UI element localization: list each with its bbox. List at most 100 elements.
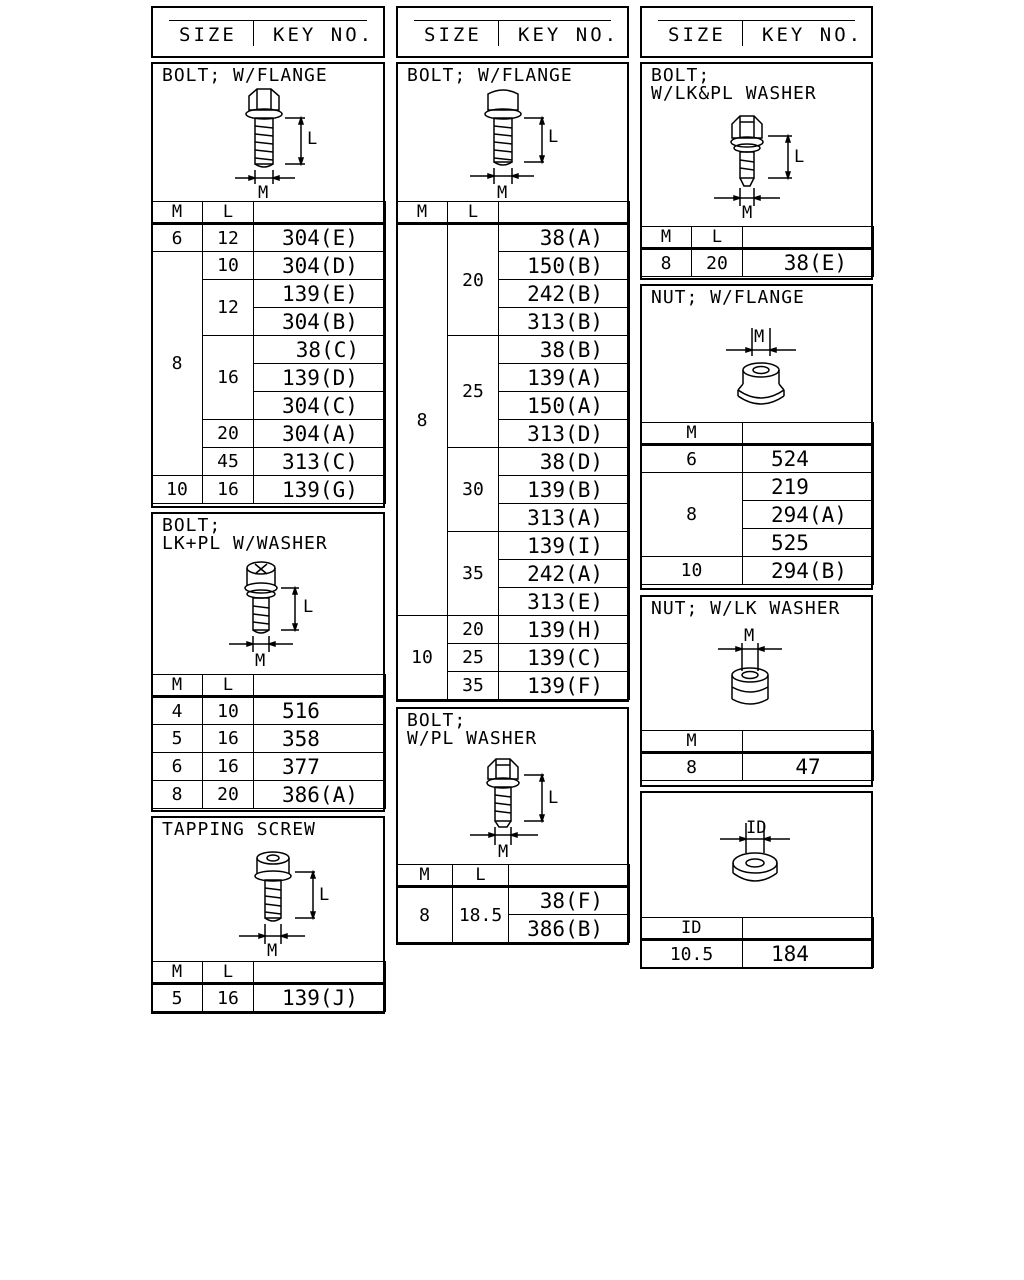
panel-title: NUT; W/FLANGE (651, 287, 805, 308)
svg-text:M: M (255, 651, 265, 671)
tapping-screw-icon: L M (239, 851, 329, 961)
cell-l: 16 (202, 983, 254, 1012)
key-no: 47 (742, 752, 874, 781)
key-no: 139(H) (498, 615, 630, 644)
lk-pl-washer-bolt-icon: L M (714, 115, 804, 223)
col-m: M (640, 226, 692, 250)
key-no: 38(D) (498, 447, 630, 476)
key-no: 377 (253, 752, 386, 781)
key-no: 313(B) (498, 307, 630, 336)
cell-m: 6 (640, 444, 743, 473)
header-box-col1: SIZE KEY NO. (151, 6, 385, 58)
panel-title: BOLT; W/FLANGE (162, 65, 328, 86)
cell-m: 10 (396, 615, 448, 700)
cell-l: 20 (447, 615, 499, 644)
cell-l: 20 (202, 780, 254, 809)
cell-l: 30 (447, 447, 499, 532)
cell-l: 20 (202, 419, 254, 448)
key-no: 524 (742, 444, 874, 473)
key-no: 516 (253, 696, 386, 725)
key-no-header: KEY NO. (518, 24, 620, 46)
flange-bolt-icon: L M (235, 88, 317, 202)
panel-bolt-pl-washer: BOLT; W/PL WASHER L M M L 8 18.5 38(F) 3… (396, 707, 630, 945)
key-no: 38(A) (498, 223, 630, 252)
panel-bolt-lk-pl-washer: BOLT; LK+PL W/WASHER L M M L 4 10 516 5 … (151, 512, 386, 812)
panel-bolt-flange-2: BOLT; W/FLANGE L M M L 8 20 38(A) 150(B)… (396, 62, 630, 702)
key-no: 139(B) (498, 475, 630, 504)
flange-bolt-icon: L M (470, 89, 558, 202)
key-no: 139(J) (253, 983, 386, 1012)
key-no: 150(B) (498, 251, 630, 280)
svg-text:M: M (744, 626, 754, 646)
size-header: SIZE (668, 24, 726, 46)
panel-title: BOLT; LK+PL W/WASHER (162, 515, 328, 554)
key-no: 139(G) (253, 475, 386, 504)
panel-nut-lk-washer: NUT; W/LK WASHER M M 8 47 (640, 595, 874, 787)
cell-l: 12 (202, 223, 254, 252)
svg-text:M: M (742, 203, 752, 223)
size-table: M 8 47 (640, 730, 874, 781)
cell-l: 25 (447, 643, 499, 672)
cell-m: 10 (151, 475, 203, 504)
cell-m: 6 (151, 752, 203, 781)
cell-l: 35 (447, 671, 499, 700)
cell-l: 20 (447, 223, 499, 336)
col-l: L (202, 201, 254, 225)
key-no: 139(D) (253, 363, 386, 392)
key-no: 139(A) (498, 363, 630, 392)
cell-m: 8 (640, 248, 692, 277)
panel-washer: ID ID 10.5 184 (640, 791, 874, 969)
key-no: 294(A) (742, 500, 874, 529)
svg-text:L: L (307, 129, 317, 149)
key-no: 38(C) (253, 335, 386, 364)
cell-l: 20 (691, 248, 743, 277)
key-no: 386(B) (508, 914, 630, 943)
size-table: M L 4 10 516 5 16 358 6 16 377 8 20 386(… (151, 674, 386, 809)
panel-title: BOLT; W/LK&PL WASHER (651, 65, 817, 104)
cell-m: 10 (640, 556, 743, 585)
panel-title: TAPPING SCREW (162, 819, 316, 840)
cell-m: 8 (396, 223, 448, 616)
cell-l: 10 (202, 696, 254, 725)
cell-l: 16 (202, 724, 254, 753)
cell-l: 12 (202, 279, 254, 336)
key-no: 139(F) (498, 671, 630, 700)
size-header: SIZE (424, 24, 482, 46)
col-l: L (691, 226, 743, 250)
header-box-col2: SIZE KEY NO. (396, 6, 629, 58)
svg-text:ID: ID (746, 818, 766, 838)
col-m: M (396, 201, 448, 225)
cell-m: 4 (151, 696, 203, 725)
cell-m: 8 (151, 780, 203, 809)
svg-text:L: L (548, 788, 558, 808)
col-l: L (452, 864, 509, 888)
panel-bolt-lk-pl-washer-2: BOLT; W/LK&PL WASHER L M M L 8 20 38(E) (640, 62, 874, 280)
cell-l: 18.5 (452, 886, 509, 943)
panel-title: NUT; W/LK WASHER (651, 598, 841, 619)
svg-text:M: M (497, 183, 507, 202)
cell-m: 5 (151, 724, 203, 753)
key-no: 242(A) (498, 559, 630, 588)
pl-washer-bolt-icon: L M (470, 758, 558, 862)
col-l: L (202, 674, 254, 698)
cell-l: 16 (202, 335, 254, 420)
key-no: 184 (742, 939, 874, 968)
key-no: 313(E) (498, 587, 630, 616)
col-key (253, 961, 386, 985)
key-no: 38(B) (498, 335, 630, 364)
col-l: L (447, 201, 499, 225)
panel-nut-flange: NUT; W/FLANGE M M 6 524 8 219 294(A) 525… (640, 284, 874, 590)
key-no: 139(I) (498, 531, 630, 560)
key-no: 304(D) (253, 251, 386, 280)
col-m: M (640, 422, 743, 446)
cell-l: 16 (202, 752, 254, 781)
size-header: SIZE (179, 24, 237, 46)
cell-l: 10 (202, 251, 254, 280)
panel-bolt-flange-1: BOLT; W/FLANGE L M M L 6 12 304(E) 8 10 … (151, 62, 386, 508)
col-id: ID (640, 917, 743, 941)
header-box-col3: SIZE KEY NO. (640, 6, 873, 58)
cell-m: 6 (151, 223, 203, 252)
svg-text:M: M (258, 183, 268, 202)
cell-m: 5 (151, 983, 203, 1012)
cell-l: 25 (447, 335, 499, 448)
